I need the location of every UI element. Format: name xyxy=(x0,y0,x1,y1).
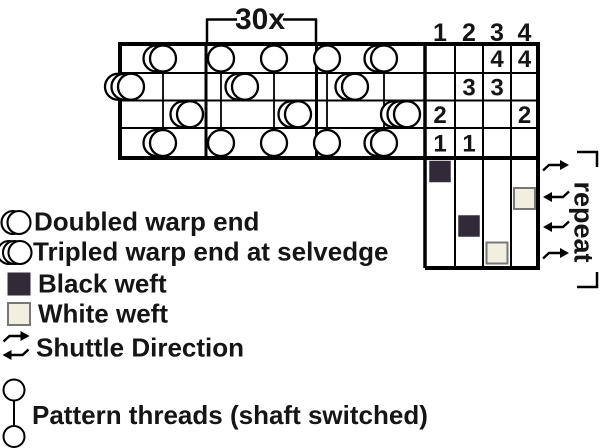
warp-end-circle xyxy=(369,44,399,73)
shuttle-arrow-right-icon xyxy=(542,251,562,260)
warp-end-circle xyxy=(148,128,178,158)
warp-end-circle xyxy=(312,44,342,73)
tripled-warp-icon xyxy=(7,239,33,266)
legend-label: Black weft xyxy=(38,269,167,299)
pattern-threads-icon xyxy=(2,378,26,402)
tieup-column-header: 2 xyxy=(462,19,476,47)
black-weft-icon xyxy=(7,272,31,296)
shuttle-arrow-left-icon xyxy=(550,190,570,199)
tieup-cell-number: 2 xyxy=(518,102,531,129)
shuttle-direction-icon xyxy=(2,334,23,343)
repeat-30x-label: 30x xyxy=(235,3,285,36)
black-weft-square xyxy=(458,215,480,237)
white-weft-icon xyxy=(7,302,31,326)
warp-end-circle xyxy=(369,128,399,158)
tieup-cell-number: 4 xyxy=(490,46,504,73)
legend-label: Tripled warp end at selvedge xyxy=(33,237,388,267)
shuttle-arrow-right-icon xyxy=(542,163,562,172)
warp-end-circle xyxy=(283,100,313,129)
tieup-column-header: 3 xyxy=(490,19,504,47)
tieup-cell-number: 1 xyxy=(433,131,446,158)
warp-end-circle xyxy=(175,100,205,129)
legend-label: Shuttle Direction xyxy=(36,333,244,363)
pattern-threads-icon xyxy=(2,425,26,448)
legend-label: Pattern threads (shaft switched) xyxy=(32,400,428,430)
repeat-label: repeat xyxy=(569,181,599,262)
warp-end-circle xyxy=(206,44,236,73)
shuttle-arrow-left-icon xyxy=(550,220,570,229)
tieup-cell-number: 4 xyxy=(518,46,532,73)
tieup-cell-number: 3 xyxy=(490,74,503,101)
warp-end-circle xyxy=(392,100,422,129)
tieup-column-header: 1 xyxy=(433,19,447,47)
tieup-cell-number: 2 xyxy=(433,102,446,129)
black-weft-square xyxy=(429,160,451,183)
tieup-cell-number: 3 xyxy=(462,74,475,101)
shuttle-arrow-left-icon xyxy=(543,192,552,202)
white-weft-square xyxy=(485,241,509,265)
warp-end-circle xyxy=(206,128,236,158)
shuttle-direction-icon xyxy=(9,348,30,357)
warp-end-circle xyxy=(116,72,146,101)
shuttle-arrow-right-icon xyxy=(560,160,569,170)
doubled-warp-icon xyxy=(6,209,32,236)
legend-label: Doubled warp end xyxy=(34,207,259,237)
shuttle-direction-icon xyxy=(20,331,30,341)
warp-end-circle xyxy=(259,44,289,73)
warp-end-circle xyxy=(148,44,178,73)
tieup-column-header: 4 xyxy=(518,19,532,47)
warp-end-circle xyxy=(312,128,342,158)
tieup-cell-number: 1 xyxy=(462,131,475,158)
legend-label: White weft xyxy=(38,299,168,329)
shuttle-arrow-left-icon xyxy=(543,222,552,232)
shuttle-direction-icon xyxy=(2,350,12,360)
warp-end-circle xyxy=(340,72,370,101)
warp-end-circle xyxy=(259,128,289,158)
white-weft-square xyxy=(513,187,536,210)
shuttle-arrow-right-icon xyxy=(560,248,569,258)
warp-end-circle xyxy=(230,72,260,101)
